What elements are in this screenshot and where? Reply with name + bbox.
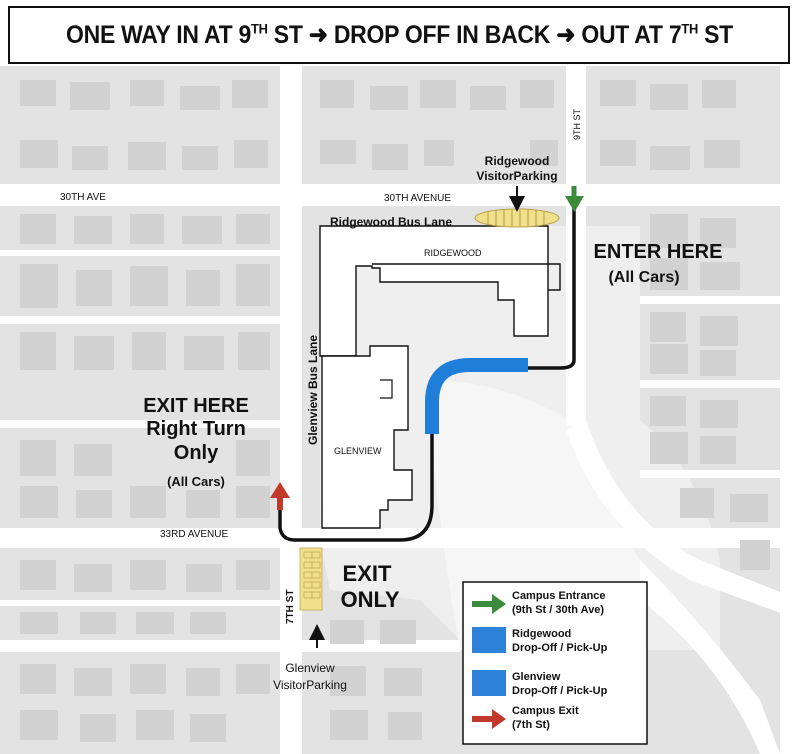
title-sup: TH (250, 20, 268, 37)
ridgewood-bus-lane-label: Ridgewood Bus Lane (330, 215, 452, 229)
glenview-building (321, 345, 413, 529)
exit-arrow-icon (270, 482, 290, 510)
ridgewood-building (319, 225, 561, 357)
ridgewood-parking-label-2: VisitorParking (476, 169, 557, 183)
red-arrow-icon (472, 709, 506, 729)
ridgewood-parking-label-1: Ridgewood (485, 154, 550, 168)
glenview-bus-lane-label: Glenview Bus Lane (306, 335, 320, 445)
houses (20, 80, 770, 742)
exit-only-label-1: EXIT (343, 561, 392, 586)
legend-item-1-line2: (9th St / 30th Ave) (512, 604, 604, 616)
street-label-7th-st: 7TH ST (285, 590, 296, 624)
title-sup: TH (680, 20, 698, 37)
exit-all-cars-label: (All Cars) (167, 474, 225, 489)
only-label: Only (174, 442, 219, 464)
right-arrow-icon: ➜ (308, 21, 328, 49)
title-seg-in-end: ST (267, 21, 303, 49)
legend-item-3-line2: Drop-Off / Pick-Up (512, 685, 608, 697)
street-label-30th-ave-left: 30TH AVE (60, 192, 106, 203)
legend: Campus Entrance (9th St / 30th Ave) Ridg… (462, 581, 648, 745)
campus-map: 30TH AVE 30TH AVENUE 33RD AVENUE 9TH ST … (0, 66, 800, 754)
title-seg-drop: DROP OFF IN BACK (333, 21, 550, 49)
glenview-parking-label-1: Glenview (285, 661, 335, 675)
glenview-parking-label-2: VisitorParking (273, 678, 347, 692)
exit-only-label-2: ONLY (340, 587, 399, 612)
legend-item-4-line2: (7th St) (512, 719, 550, 731)
legend-item-2-line2: Drop-Off / Pick-Up (512, 642, 608, 654)
street-label-33rd-avenue: 33RD AVENUE (160, 529, 229, 540)
ridgewood-dropoff-zone (425, 358, 528, 434)
street-label-30th-avenue: 30TH AVENUE (384, 193, 451, 204)
right-arrow-icon: ➜ (555, 21, 575, 49)
legend-item-2-line1: Ridgewood (512, 628, 571, 640)
ridgewood-parking-stalls (487, 210, 545, 226)
title-seg-out-end: ST (697, 21, 733, 49)
right-turn-label: Right Turn (146, 418, 246, 440)
title-text: ONE WAY IN AT 9TH ST ➜ DROP OFF IN BACK … (66, 20, 733, 50)
glenview-parking-lot (299, 547, 323, 611)
glenview-building-label: GLENVIEW (334, 446, 382, 456)
enter-here-label: ENTER HERE (594, 241, 723, 263)
exit-here-label: EXIT HERE (143, 395, 249, 417)
enter-all-cars-label: (All Cars) (608, 269, 679, 286)
legend-item-1-line1: Campus Entrance (512, 590, 606, 602)
legend-blue-box-ridgewood (472, 627, 506, 653)
title-seg-in: ONE WAY IN AT 9 (65, 21, 251, 49)
title-seg-out: OUT AT 7 (580, 21, 681, 49)
legend-item-3-line1: Glenview (512, 671, 561, 683)
street-label-9th-st: 9TH ST (572, 108, 582, 140)
legend-item-4-line1: Campus Exit (512, 705, 579, 717)
drive-route (278, 204, 576, 542)
entrance-arrow-icon (565, 186, 584, 212)
green-arrow-icon (472, 594, 506, 614)
title-banner: ONE WAY IN AT 9TH ST ➜ DROP OFF IN BACK … (8, 6, 790, 64)
legend-blue-box-glenview (472, 670, 506, 696)
ridgewood-building-label: RIDGEWOOD (424, 248, 482, 258)
